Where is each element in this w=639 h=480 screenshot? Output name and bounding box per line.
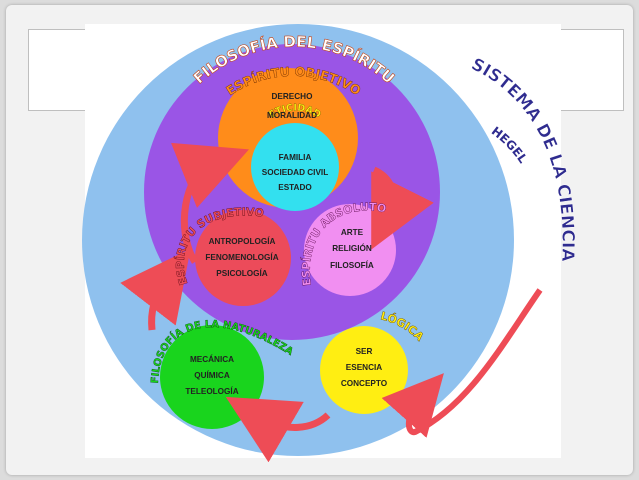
- absoluto-item: ARTE: [341, 228, 364, 237]
- objetivo-item: DERECHO: [272, 92, 314, 101]
- subjetivo-circle: [195, 210, 291, 306]
- naturaleza-item: MECÁNICA: [190, 354, 234, 364]
- absoluto-item: FILOSOFÍA: [330, 260, 374, 270]
- logica-item: ESENCIA: [346, 363, 382, 372]
- arrow-objetivo-absoluto: [371, 166, 434, 250]
- logica-item: SER: [356, 347, 373, 356]
- arrow-naturaleza-subjetivo: [120, 248, 191, 331]
- arrow-logica-naturaleza: [225, 396, 331, 463]
- subjetivo-item: FENOMENOLOGÍA: [205, 252, 278, 262]
- eticidad-item: SOCIEDAD CIVIL: [262, 168, 328, 177]
- objetivo-item: MORALIDAD: [267, 111, 317, 120]
- eticidad-circle: [251, 123, 339, 211]
- subjetivo-item: PSICOLOGÍA: [216, 268, 267, 278]
- eticidad-item: FAMILIA: [279, 153, 312, 162]
- arrow-sistema-logica: [381, 288, 543, 438]
- absoluto-item: RELIGIÓN: [332, 242, 372, 253]
- naturaleza-item: QUÍMICA: [194, 370, 230, 380]
- logica-item: CONCEPTO: [341, 379, 388, 388]
- eticidad-item: ESTADO: [278, 183, 312, 192]
- subjetivo-item: ANTROPOLOGÍA: [209, 236, 276, 246]
- naturaleza-item: TELEOLOGÍA: [185, 386, 238, 396]
